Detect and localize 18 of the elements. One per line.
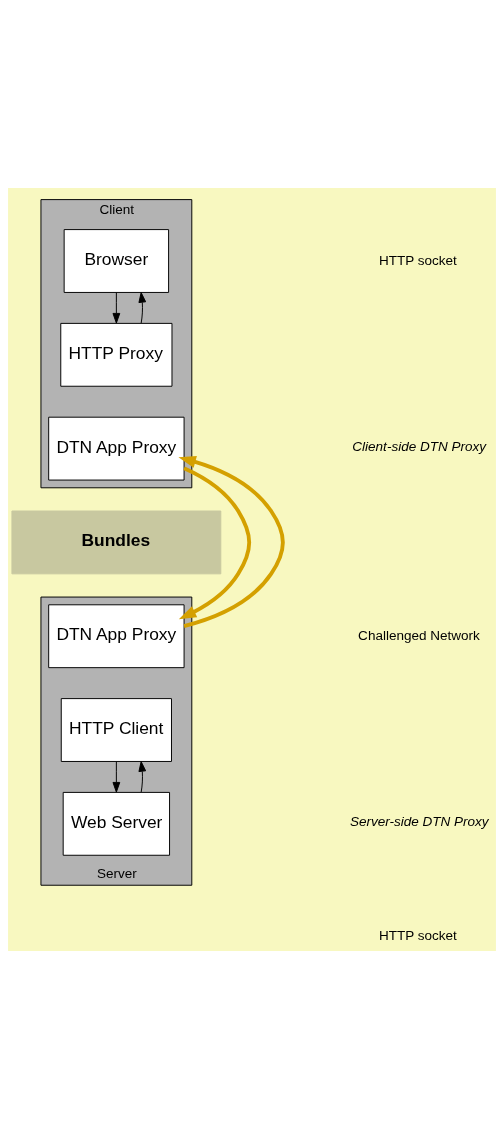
node-box: DTN App Proxy: [48, 416, 185, 481]
arrow: [178, 466, 252, 620]
node-box: HTTP Client: [60, 698, 172, 762]
node-box: HTTP Proxy: [60, 322, 173, 387]
arrow: [112, 761, 121, 793]
node-box: Browser: [63, 229, 170, 293]
node-box: Bundles: [11, 510, 222, 575]
node-box: Web Server: [62, 791, 171, 856]
label: Client-side DTN Proxy: [352, 439, 487, 455]
label: HTTP socket: [378, 927, 457, 943]
node-box: DTN App Proxy: [48, 604, 185, 669]
label: HTTP socket: [378, 252, 457, 268]
arrow: [178, 455, 285, 628]
arrow: [138, 761, 147, 793]
label: Server-side DTN Proxy: [349, 814, 489, 830]
arrow: [138, 292, 147, 324]
label: Challenged Network: [358, 627, 480, 643]
arrow: [112, 292, 121, 324]
